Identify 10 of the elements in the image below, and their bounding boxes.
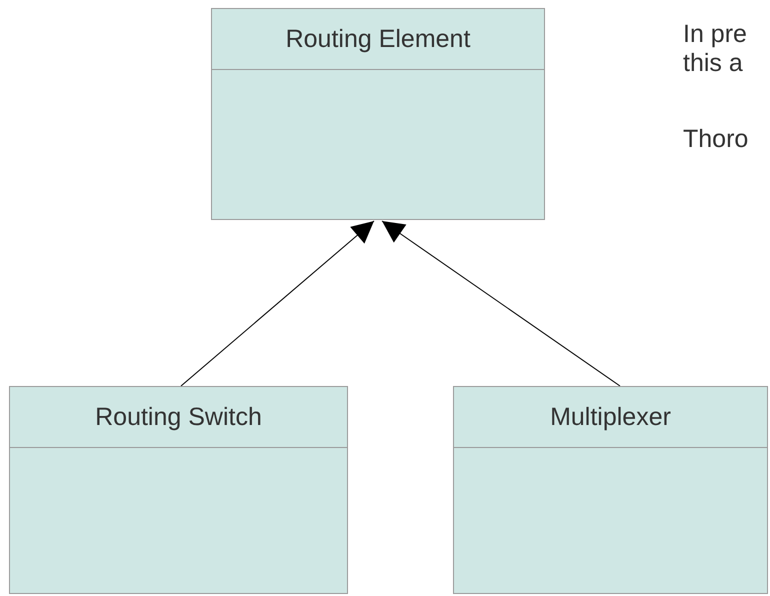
class-name: Routing Switch <box>95 402 262 432</box>
inheritance-arrow <box>180 220 374 386</box>
class-box <box>211 8 545 220</box>
inheritance-arrow <box>382 220 620 386</box>
class-box <box>9 386 348 594</box>
note-text: In pre this a <box>683 20 748 78</box>
class-box <box>453 386 768 594</box>
class-name: Multiplexer <box>550 402 671 432</box>
class-name: Routing Element <box>286 24 470 54</box>
note-text: Thoro <box>683 125 748 154</box>
